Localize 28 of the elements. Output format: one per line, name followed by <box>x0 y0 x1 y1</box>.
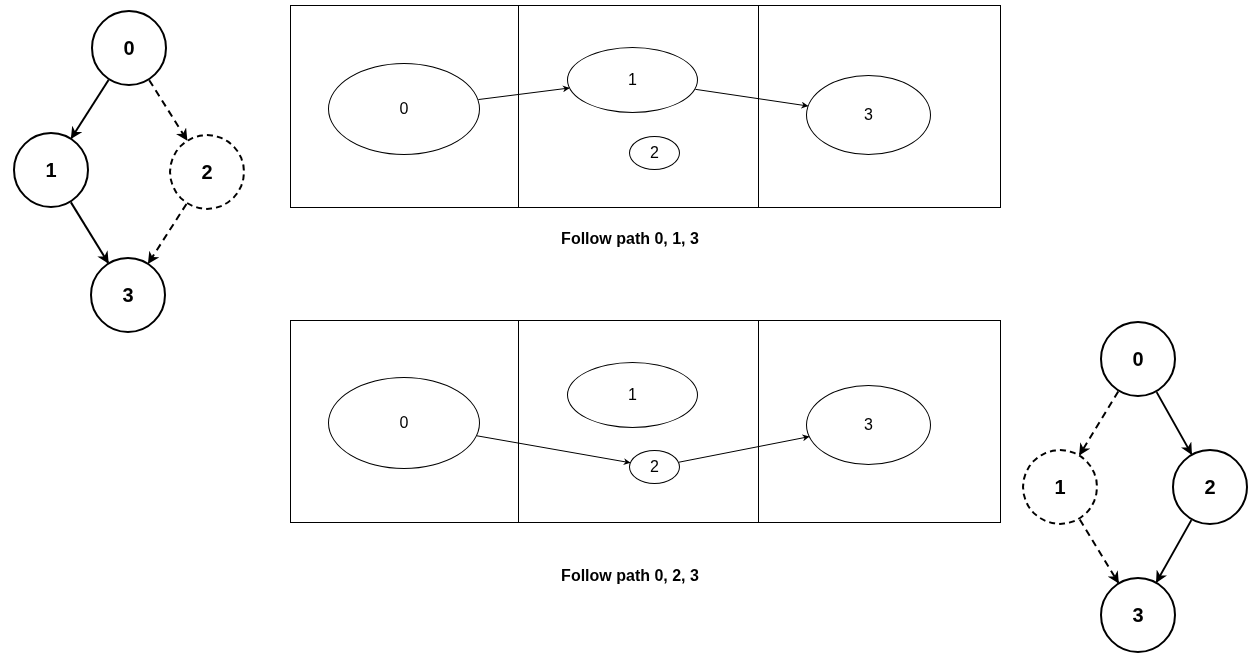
panel-cell <box>758 5 1001 208</box>
graph-node: 1 <box>13 132 89 208</box>
arrow <box>147 202 188 265</box>
caption: Follow path 0, 2, 3 <box>561 567 699 585</box>
arrow <box>69 201 110 264</box>
panel-cell <box>518 320 759 523</box>
arrow <box>70 79 110 139</box>
panel-cell <box>518 5 759 208</box>
graph-node: 0 <box>91 10 167 86</box>
arrow <box>148 79 188 141</box>
arrow <box>1078 390 1120 456</box>
panel-cell <box>758 320 1001 523</box>
graph-node: 2 <box>1172 449 1248 525</box>
panel-cell <box>290 320 519 523</box>
arrow <box>1155 391 1193 455</box>
graph-node: 0 <box>1100 321 1176 397</box>
arrow <box>477 85 570 101</box>
arrow <box>1078 518 1120 584</box>
arrow <box>1155 519 1193 583</box>
caption: Follow path 0, 1, 3 <box>561 230 699 248</box>
panel-cell <box>290 5 519 208</box>
arrow <box>694 88 809 109</box>
arrow <box>476 435 631 466</box>
graph-node: 3 <box>1100 577 1176 653</box>
graph-node: 3 <box>90 257 166 333</box>
graph-node: 1 <box>1022 449 1098 525</box>
arrow <box>678 434 810 463</box>
graph-node: 2 <box>169 134 245 210</box>
